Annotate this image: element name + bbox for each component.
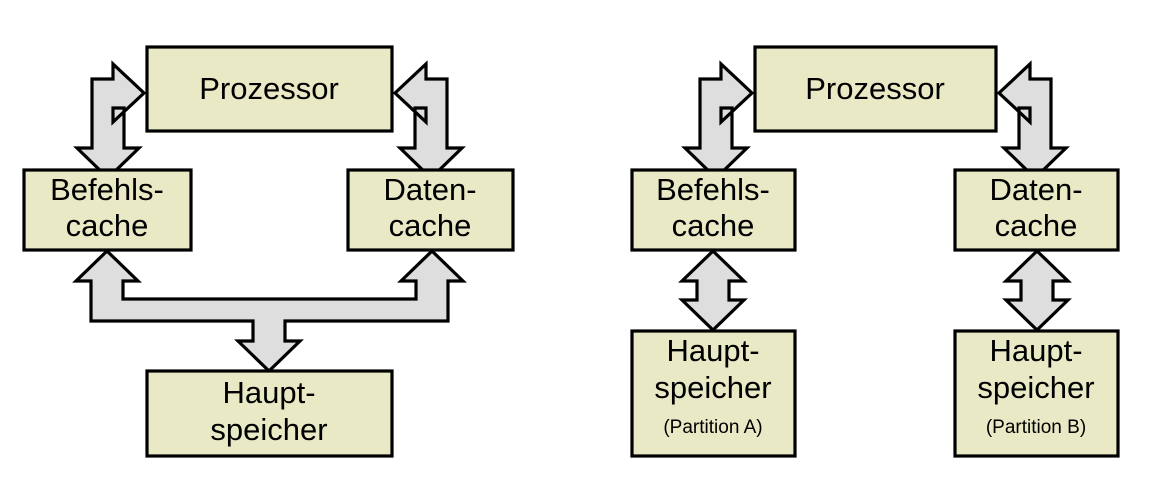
arrow-processor-instruction-cache-left: [73, 60, 147, 181]
node-main-memory-partition-b-rect[interactable]: [953, 329, 1120, 458]
node-processor-left[interactable]: Prozessor: [145, 45, 394, 133]
node-processor-right-label: Prozessor: [805, 71, 945, 106]
node-processor-right[interactable]: Prozessor: [753, 45, 998, 133]
node-instruction-cache-left-label-line2: cache: [66, 208, 149, 243]
node-main-memory-left-label-line1: Haupt-: [222, 375, 315, 410]
node-main-memory-partition-b-label-line2: speicher: [977, 370, 1094, 405]
node-instruction-cache-right-label-line1: Befehls-: [656, 172, 770, 207]
arrow-processor-data-cache-right-diagram: [996, 60, 1070, 181]
node-data-cache-right-label-line1: Daten-: [989, 172, 1082, 207]
node-main-memory-left-rect[interactable]: [145, 369, 394, 458]
node-instruction-cache-right-rect[interactable]: [630, 168, 797, 252]
node-main-memory-partition-a-label-line3: (Partition A): [663, 417, 762, 438]
node-data-cache-left[interactable]: Daten- cache: [346, 168, 515, 252]
arrow-caches-to-main-memory-fork: [72, 248, 467, 374]
arrow-processor-instruction-cache-right-diagram: [681, 60, 755, 181]
node-main-memory-partition-a-label-line1: Haupt-: [666, 333, 759, 368]
arrow-processor-data-cache-right: [392, 60, 466, 181]
node-main-memory-partition-a-rect[interactable]: [630, 329, 797, 458]
node-processor-right-rect[interactable]: [753, 45, 998, 133]
node-main-memory-partition-a-label-line2: speicher: [654, 370, 771, 405]
node-instruction-cache-left[interactable]: Befehls- cache: [22, 168, 193, 252]
node-data-cache-right-label-line2: cache: [995, 208, 1078, 243]
node-main-memory-partition-b-label-line3: (Partition B): [986, 417, 1086, 438]
node-main-memory-left-label-line2: speicher: [210, 412, 327, 447]
arrow-instruction-cache-to-memory-a: [678, 248, 748, 333]
node-data-cache-left-rect[interactable]: [346, 168, 515, 252]
node-processor-left-label: Prozessor: [199, 71, 339, 106]
right-diagram-group: Prozessor Befehls- cache Daten- cache Ha…: [630, 45, 1120, 458]
node-main-memory-left[interactable]: Haupt- speicher: [145, 369, 394, 458]
node-main-memory-partition-b[interactable]: Haupt- speicher (Partition B): [953, 329, 1120, 458]
node-instruction-cache-right-label-line2: cache: [672, 208, 755, 243]
node-data-cache-left-label-line1: Daten-: [383, 172, 476, 207]
arrow-data-cache-to-memory-b: [1002, 248, 1072, 333]
node-data-cache-right[interactable]: Daten- cache: [953, 168, 1120, 252]
node-instruction-cache-right[interactable]: Befehls- cache: [630, 168, 797, 252]
node-processor-left-rect[interactable]: [145, 45, 394, 133]
left-diagram-group: Prozessor Befehls- cache Daten- cache Ha…: [22, 45, 515, 458]
node-main-memory-partition-b-label-line1: Haupt-: [989, 333, 1082, 368]
node-data-cache-left-label-line2: cache: [389, 208, 472, 243]
node-data-cache-right-rect[interactable]: [953, 168, 1120, 252]
node-instruction-cache-left-label-line1: Befehls-: [50, 172, 164, 207]
node-main-memory-partition-a[interactable]: Haupt- speicher (Partition A): [630, 329, 797, 458]
node-instruction-cache-left-rect[interactable]: [22, 168, 193, 252]
